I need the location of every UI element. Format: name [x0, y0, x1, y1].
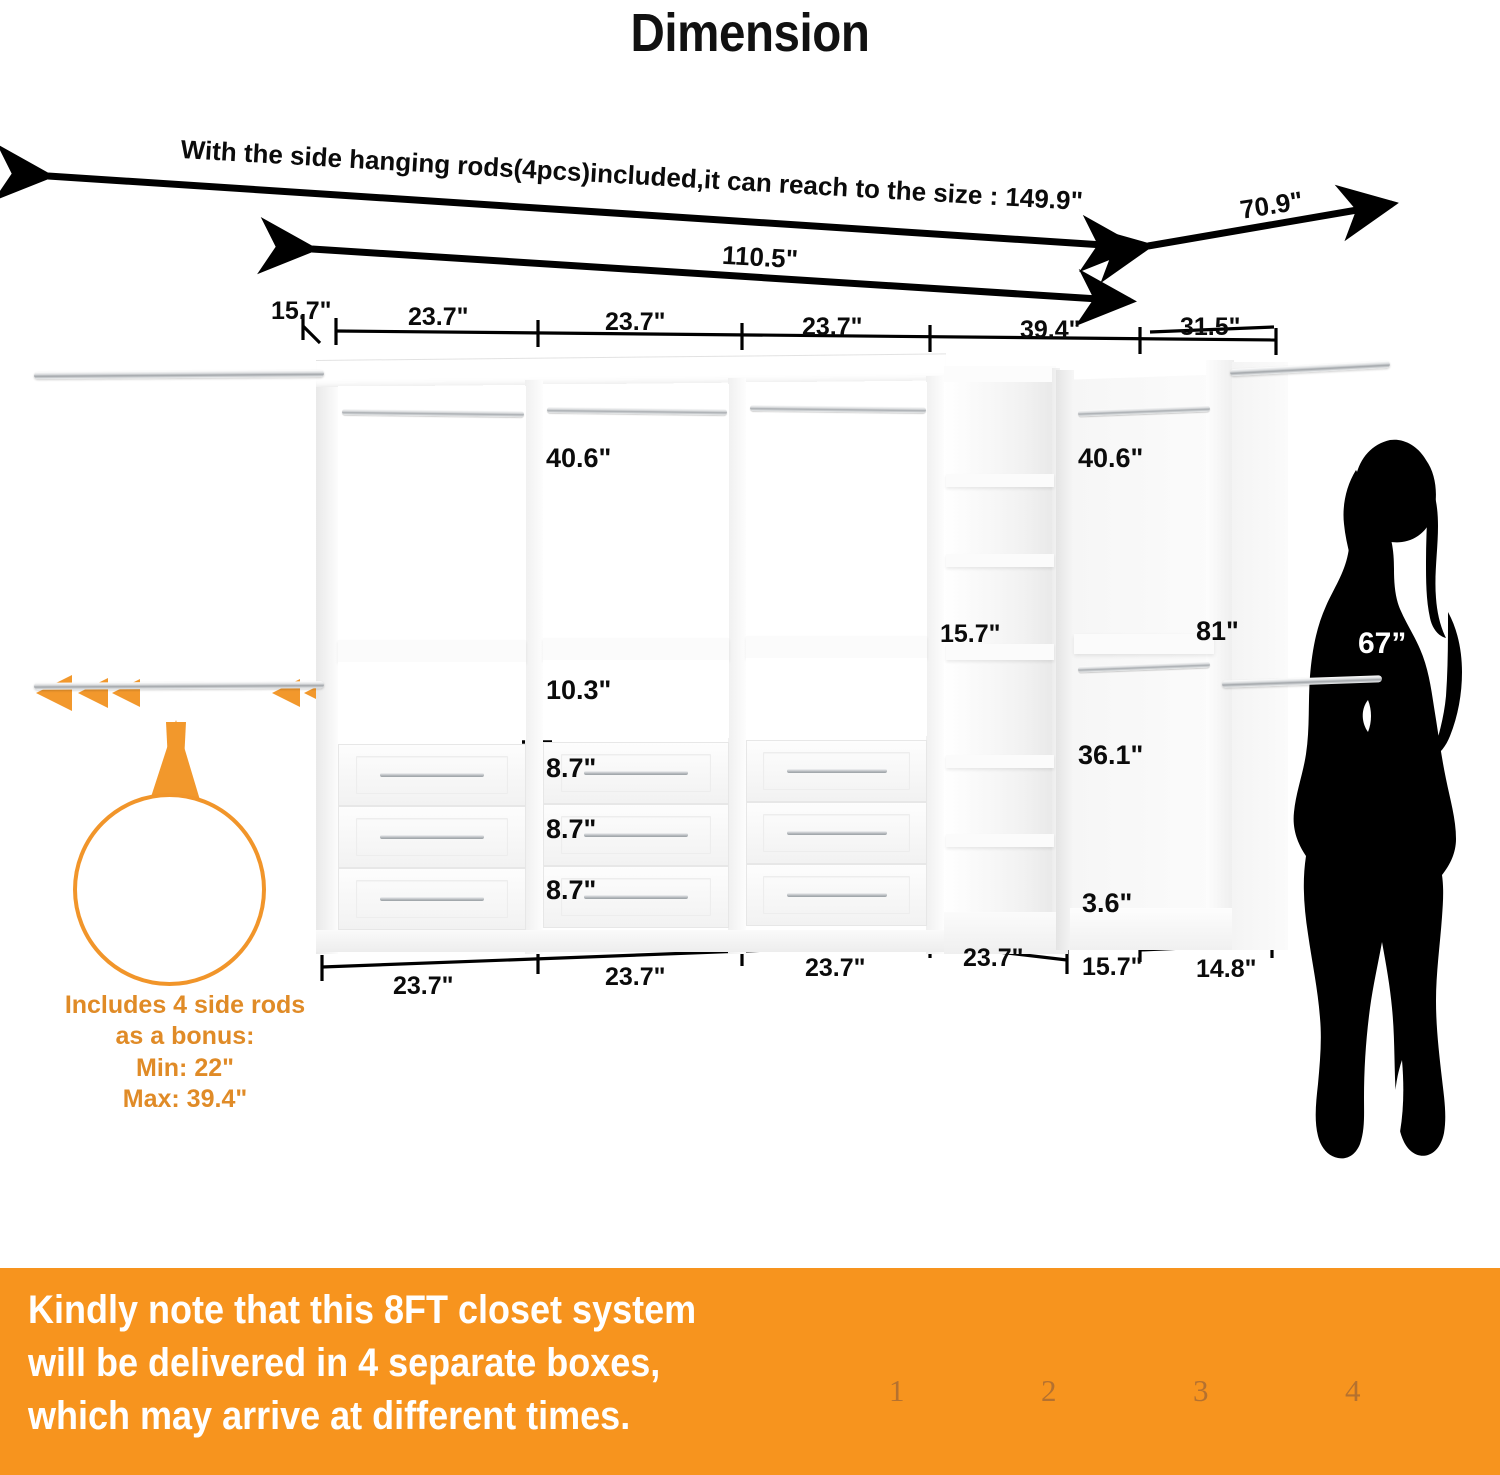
label-shelf-gap: 10.3" [546, 675, 612, 705]
drawer-c3-r1[interactable] [746, 740, 927, 802]
shipping-note-line-3: which may arrive at different times. [28, 1394, 631, 1439]
drawer-handle [584, 833, 688, 837]
cubby-2 [543, 660, 729, 738]
side-rod-note: Includes 4 side rods as a bonus: Min: 22… [40, 990, 330, 1115]
label-top-seg-1: 23.7" [408, 303, 469, 331]
bay-2-interior [543, 384, 729, 646]
label-hang-upper-corner: 40.6" [1078, 443, 1144, 473]
shelf-tower-back [944, 372, 1056, 954]
label-top-seg-3: 23.7" [802, 313, 863, 341]
closet-system-illustration [300, 351, 1288, 954]
page-title: Dimension [630, 3, 870, 63]
left-side-panel [316, 364, 338, 954]
label-bottom-seg-0: 23.7" [393, 972, 454, 1000]
drawer-c2-r3[interactable] [543, 866, 729, 928]
shelf-tower-top [944, 366, 1056, 382]
label-overall-height: 81" [1196, 616, 1239, 646]
corner-plinth [1070, 908, 1240, 950]
label-bottom-seg-2: 23.7" [805, 954, 866, 982]
label-bottom-seg-1: 23.7" [605, 963, 666, 991]
label-top-seg-5: 31.5" [1180, 313, 1241, 341]
label-main-width-110-5: 110.5" [721, 239, 799, 275]
label-hang-lower-corner: 36.1" [1078, 740, 1144, 770]
drawer-c1-r2[interactable] [338, 806, 526, 868]
drawer-handle [380, 835, 484, 839]
drawer-c2-r2[interactable] [543, 804, 729, 866]
bay-1-interior [338, 386, 526, 648]
plinth-left [316, 930, 946, 952]
box-number-4: 4 [1345, 1373, 1361, 1408]
drawer-handle [584, 771, 688, 775]
adjustable-shelf-3 [946, 755, 1054, 768]
side-rod-left-lower [33, 681, 325, 690]
label-toe-kick: 3.6" [1082, 888, 1133, 918]
corner-mid-shelf [1074, 634, 1214, 654]
side-rod-note-line-4: Max: 39.4" [122, 1084, 248, 1113]
side-rod-left-upper [33, 369, 325, 380]
mid-shelf-1 [338, 640, 526, 662]
rod-extend-left-arrows [36, 675, 140, 711]
cubby-1 [338, 662, 526, 740]
drawer-c3-r2[interactable] [746, 802, 927, 864]
box-number-2: 2 [1041, 1373, 1057, 1408]
adjustable-shelf-2 [946, 554, 1054, 567]
adjustable-shelf-4 [946, 834, 1054, 847]
label-bottom-seg-3: 23.7" [963, 944, 1024, 972]
adjustable-shelf-1 [946, 474, 1054, 487]
divider-2 [728, 378, 746, 954]
drawer-handle [380, 773, 484, 777]
shelf-tower-plinth [944, 912, 1068, 954]
label-drawer-1: 8.7" [546, 753, 597, 783]
silhouette-highlights [1362, 700, 1404, 1132]
side-rod-note-line-3: Min: 22" [136, 1053, 234, 1082]
person-silhouette [1293, 439, 1462, 1159]
label-top-seg-4: 39.4" [1020, 316, 1081, 344]
label-top-seg-2: 23.7" [605, 308, 666, 336]
label-drawer-2: 8.7" [546, 814, 597, 844]
drawer-handle [786, 831, 887, 835]
box-number-3: 3 [1193, 1373, 1209, 1408]
drawer-handle [584, 895, 688, 899]
drawer-c3-r3[interactable] [746, 864, 927, 926]
drawer-c2-r1[interactable] [543, 742, 729, 804]
label-depth-70-9: 70.9" [1237, 185, 1305, 225]
drawer-c1-r3[interactable] [338, 868, 526, 930]
corner-divider-panel [1056, 370, 1074, 950]
rod-detail-magnifier [73, 793, 266, 986]
label-drawer-3: 8.7" [546, 875, 597, 905]
label-shelf-width: 15.7" [940, 620, 1001, 648]
divider-1 [525, 380, 543, 954]
drawer-c1-r1[interactable] [338, 744, 526, 806]
label-hang-upper-left: 40.6" [546, 443, 612, 473]
person-height-label: 67” [1358, 627, 1407, 660]
box-number-1: 1 [889, 1373, 905, 1408]
bay-3-interior [746, 382, 927, 644]
shipping-note-line-1: Kindly note that this 8FT closet system [28, 1288, 697, 1332]
shipping-note-text: Kindly note that this 8FT closet system … [28, 1284, 712, 1444]
side-rod-note-line-2: as a bonus: [115, 1022, 255, 1051]
label-total-with-rods: With the side hanging rods(4pcs)included… [179, 134, 1084, 216]
corner-back-panel [1068, 366, 1214, 942]
label-bottom-seg-4: 15.7" [1082, 953, 1143, 981]
side-rod-note-line-1: Includes 4 side rods [64, 991, 306, 1019]
label-top-seg-0: 15.7" [271, 297, 332, 325]
drawer-handle [380, 897, 484, 901]
drawer-handle [786, 893, 887, 897]
shipping-note-line-2: will be delivered in 4 separate boxes, [28, 1341, 661, 1386]
fixed-shelf-mid [946, 644, 1054, 660]
mid-shelf-2 [543, 638, 729, 660]
divider-3 [926, 376, 944, 954]
drawer-handle [786, 769, 887, 773]
corner-front-post [1206, 360, 1234, 950]
cubby-3 [746, 658, 927, 736]
mid-shelf-3 [746, 636, 927, 658]
shipping-note-banner: Kindly note that this 8FT closet system … [0, 1268, 1500, 1475]
label-bottom-seg-5: 14.8" [1196, 955, 1257, 983]
right-end-panel [1232, 362, 1288, 950]
